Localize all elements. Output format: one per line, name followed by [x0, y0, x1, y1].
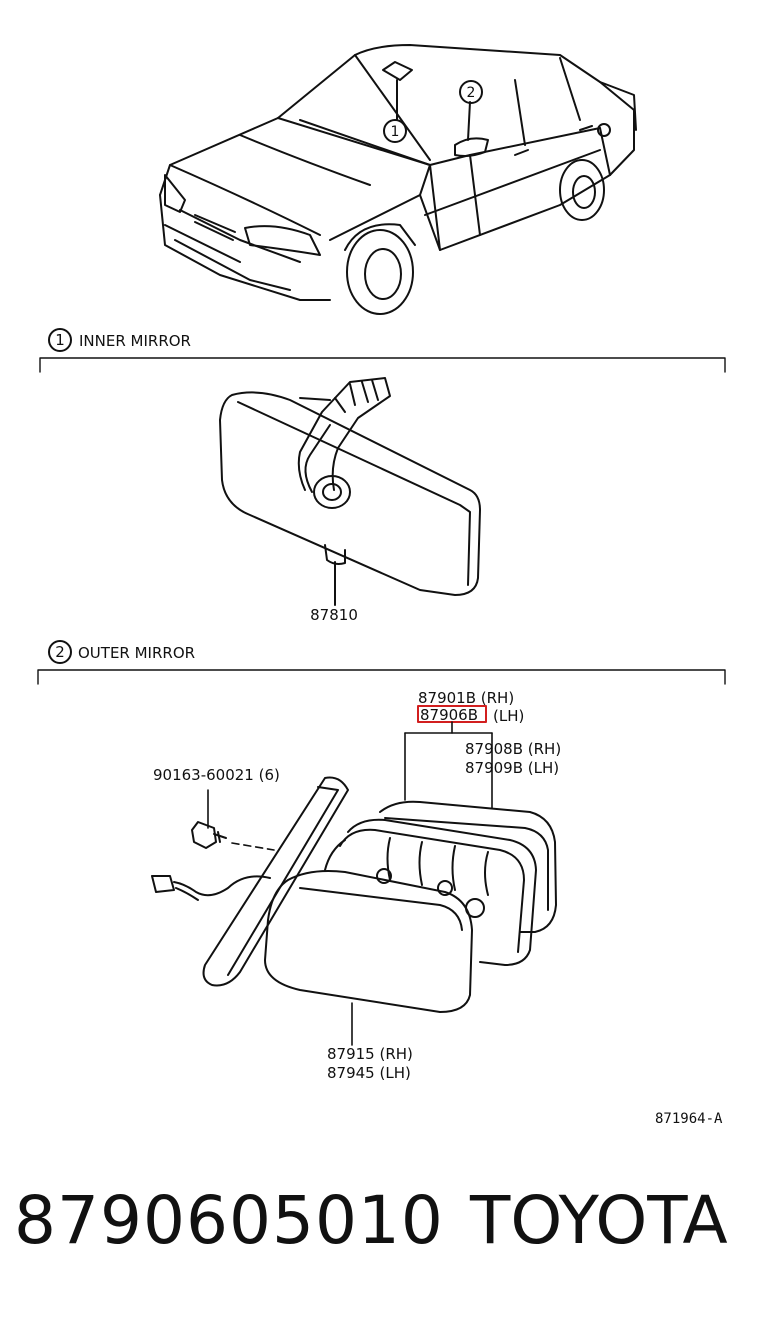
label-mirror-lh-code: 87906B: [420, 706, 478, 724]
parts-diagram: 1 2 1 INNER MIRROR 87810 2 OUTER MIRROR …: [37, 44, 726, 1127]
inner-mirror-illustration: [219, 377, 481, 606]
callout-2-label: 2: [467, 85, 476, 101]
callout-1: [383, 119, 407, 143]
car-illustration: [159, 44, 637, 315]
section-outer-number: 2: [55, 643, 65, 661]
leader-lines: [207, 721, 493, 1046]
section-inner-title: INNER MIRROR: [79, 332, 191, 350]
brand-name: TOYOTA: [470, 1182, 728, 1259]
callout-1-label: 1: [391, 124, 400, 140]
part-number: 8790605010: [14, 1182, 444, 1259]
section-inner-number: 1: [55, 331, 65, 349]
diagram-reference: 871964-A: [655, 1111, 723, 1127]
callout-2: [459, 80, 483, 104]
label-cover-rh: 87915 (RH): [327, 1045, 413, 1063]
label-mirror-rh: 87901B (RH): [418, 689, 514, 707]
section-outer-header: [37, 640, 726, 685]
label-inner-mirror: 87810: [310, 606, 358, 624]
outer-mirror-illustration: [151, 776, 557, 1013]
label-screw: 90163-60021 (6): [153, 766, 280, 784]
label-glass-lh: 87909B (LH): [465, 759, 559, 777]
label-cover-lh: 87945 (LH): [327, 1064, 411, 1082]
label-glass-rh: 87908B (RH): [465, 740, 561, 758]
section-inner-header: [39, 328, 726, 373]
label-mirror-lh-suffix: (LH): [493, 707, 524, 725]
section-outer-title: OUTER MIRROR: [78, 644, 195, 662]
